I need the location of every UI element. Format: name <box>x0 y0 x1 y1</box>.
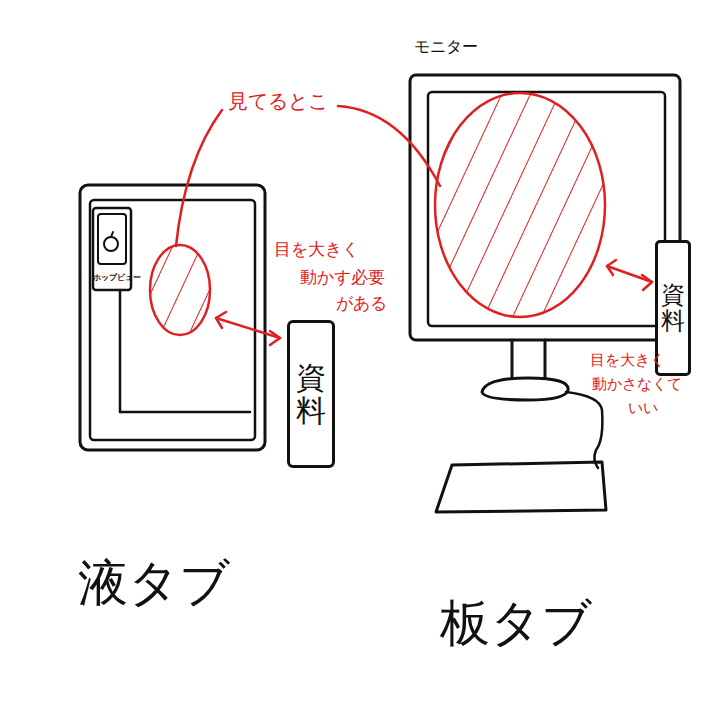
caption-label: 液タブ <box>78 555 230 613</box>
node-text: ホップビュー <box>93 272 141 283</box>
callout-note: 見てるとこ <box>228 90 328 113</box>
tablet-screen <box>90 200 255 440</box>
callout-note: 目を大きく <box>590 352 665 369</box>
device-label: モニター <box>414 38 478 56</box>
leader-line <box>176 110 222 246</box>
leader-line <box>338 106 440 186</box>
cable <box>566 392 602 468</box>
node-text: 資料 <box>661 282 685 335</box>
pen-tablet <box>436 462 606 512</box>
app-panel: ホップビュー <box>89 266 145 288</box>
double-arrow <box>216 318 280 338</box>
monitor-stand <box>482 378 568 400</box>
reference-box: 資料 <box>287 320 335 468</box>
view-area <box>435 93 605 317</box>
tablet-outline <box>80 185 265 450</box>
caption-label: 板タブ <box>440 595 592 653</box>
callout-note: 目を大きく <box>274 240 359 260</box>
node-text: 資料 <box>296 361 326 427</box>
callout-note: 動かさなくて <box>592 376 682 393</box>
callout-note: 動かす必要 <box>300 268 385 288</box>
monitor-outline <box>410 75 680 340</box>
view-area <box>150 245 210 335</box>
monitor-screen <box>428 92 665 326</box>
callout-note: がある <box>336 294 387 314</box>
callout-note: いい <box>628 400 658 417</box>
